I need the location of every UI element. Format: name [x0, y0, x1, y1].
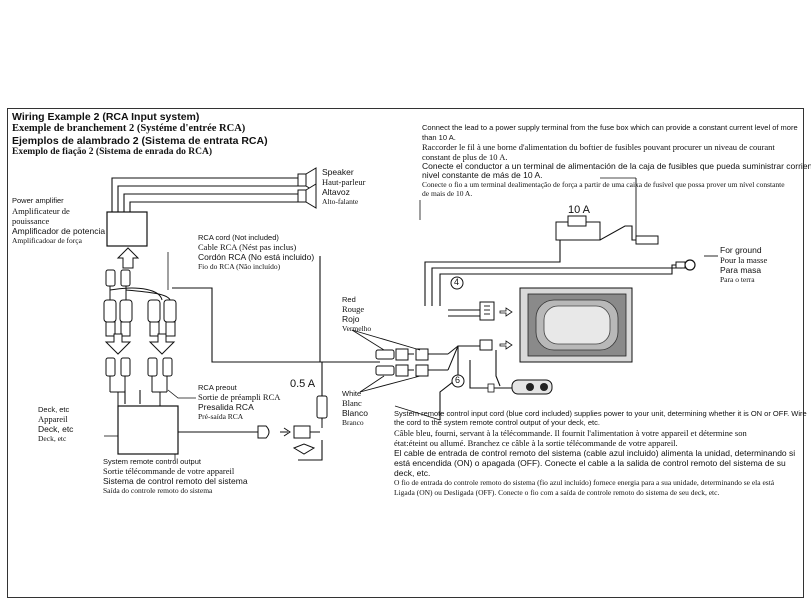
fuse-05a-label: 0.5 A [290, 378, 316, 390]
deck-label-es: Deck, etc [38, 424, 74, 434]
power-note-es2: nivel constante de más de 10 A. [422, 170, 543, 180]
marker-6: 6 [455, 375, 461, 385]
deck-label-pt: Deck, etc [38, 434, 67, 443]
remote-note-fr2: état:éteint ou allumé. Branchez ce câble… [394, 438, 678, 448]
ground-label-fr: Pour la masse [720, 255, 768, 265]
remote-note-es2: está encendida (ON) o apagada (OFF). Con… [394, 458, 786, 468]
ground-label-en: For ground [720, 245, 762, 255]
power-amp-label-fr2: pouissance [12, 216, 50, 226]
red-label-fr: Rouge [342, 304, 365, 314]
power-note-es1: Conecte el conductor a un terminal de al… [422, 161, 811, 171]
speaker-label-en: Speaker [322, 167, 354, 177]
power-note-en2: than 10 A. [422, 133, 456, 142]
red-label-es: Rojo [342, 314, 360, 324]
title-portuguese: Exemplo de fiação 2 (Sistema de enrada d… [12, 147, 213, 157]
marker-4: 4 [454, 277, 460, 287]
power-note-pt1: Conecte o fio a um terminal dealimentaçã… [422, 180, 785, 189]
remote-output-label-en: System remote control output [103, 457, 201, 466]
remote-note-pt1: O fio de entrada do controle remoto do s… [394, 478, 775, 487]
red-label-pt: Vermelho [342, 324, 372, 333]
rca-preout-label-es: Presalida RCA [198, 402, 254, 412]
white-label-en: White [342, 389, 362, 398]
power-amp-label-en: Power amplifier [12, 196, 64, 205]
remote-note-en1: System remote control input cord (blue c… [394, 409, 807, 418]
ground-label-pt: Para o terra [720, 275, 755, 284]
title-english: Wiring Example 2 (RCA Input system) [12, 111, 200, 123]
speaker-label-fr: Haut-parleur [322, 177, 366, 187]
white-label-es: Blanco [342, 408, 368, 418]
red-label-en: Red [342, 295, 356, 304]
power-note-en1: Connect the lead to a power supply termi… [422, 123, 798, 132]
power-amp-label-fr1: Amplificateur de [12, 206, 70, 216]
deck-label-en: Deck, etc [38, 405, 70, 414]
rca-cord-label-fr: Cable RCA (Nést pas inclus) [198, 242, 297, 252]
remote-output-label-es: Sistema de control remoto del sistema [103, 476, 248, 486]
ground-label-es: Para masa [720, 265, 762, 275]
remote-output-label-fr: Sortie télécommande de votre appareil [103, 466, 235, 476]
rca-cord-label-es: Cordón RCA (No está incluido) [198, 252, 315, 262]
power-note-fr2: constant de plus de 10 A. [422, 152, 508, 162]
power-amp-label-pt: Amplificadoar de força [12, 236, 82, 245]
title-french: Exemple de branchement 2 (Systéme d'entr… [12, 123, 246, 134]
rca-preout-label-en: RCA preout [198, 383, 237, 392]
power-note-pt2: de mais de 10 A. [422, 189, 473, 198]
rca-cord-label-pt: Fio do RCA (Não incluído) [198, 262, 281, 271]
rca-preout-label-fr: Sortie de préampli RCA [198, 392, 281, 402]
power-note-fr1: Raccorder le fil à une borne d'alimentat… [422, 142, 775, 152]
remote-note-es1: El cable de entrada de control remoto de… [394, 448, 796, 458]
remote-output-label-pt: Saída do controle remoto do sistema [103, 486, 213, 495]
speaker-label-es: Altavoz [322, 187, 350, 197]
white-label-fr: Blanc [342, 398, 362, 408]
rca-preout-label-pt: Pré-saída RCA [198, 412, 244, 421]
remote-note-en2: the cord to the system remote control ou… [394, 418, 600, 427]
remote-note-es3: deck, etc. [394, 468, 431, 478]
white-label-pt: Branco [342, 418, 364, 427]
remote-note-pt2: Ligada (ON) ou Desligada (OFF). Conecte … [394, 488, 720, 497]
speaker-label-pt: Alto-falante [322, 197, 359, 206]
rca-cord-label-en: RCA cord (Not included) [198, 233, 279, 242]
title-spanish: Ejemplos de alambrado 2 (Sistema de entr… [12, 135, 268, 147]
fuse-10a-label: 10 A [568, 204, 591, 216]
power-amp-label-es: Amplificador de potencia [12, 226, 106, 236]
deck-label-fr: Appareil [38, 414, 68, 424]
remote-note-fr1: Câble bleu, fourni, servant à la télécom… [394, 428, 747, 438]
